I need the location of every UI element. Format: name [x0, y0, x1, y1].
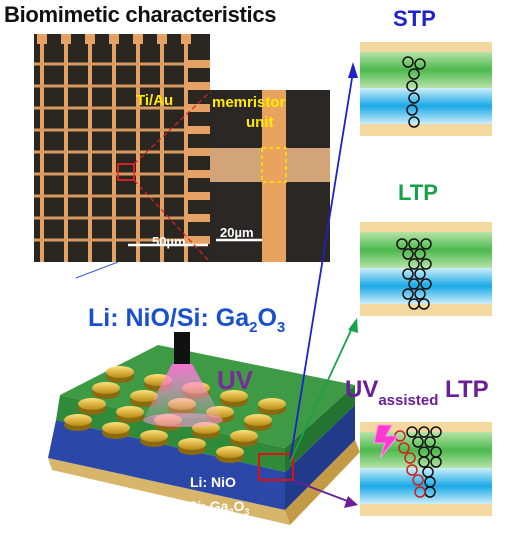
uv-assisted-ltp-label: UVassisted LTP: [345, 376, 489, 409]
device-electrode-pad: [216, 446, 244, 458]
filament-ion: [414, 58, 426, 70]
filament-ion: [424, 436, 436, 448]
electrode-line-h: [34, 172, 184, 176]
filament-ion: [430, 456, 442, 468]
electrode-label: Ti/Au: [136, 92, 174, 109]
device-electrode-pad: [230, 430, 258, 442]
filament-ion: [412, 474, 424, 486]
electrode-line-h: [34, 128, 184, 132]
scale-label-right: 20µm: [220, 225, 254, 240]
filament-ion: [408, 116, 420, 128]
memristor-unit-box: [261, 147, 287, 183]
filament-ion: [408, 68, 420, 80]
unit-label-1: memristor: [212, 94, 286, 111]
device-electrode-pad: [102, 422, 130, 434]
uv-label: UV: [217, 365, 254, 395]
device-electrode-pad: [244, 414, 272, 426]
filament-ion: [414, 248, 426, 260]
device-electrode-pad: [220, 390, 248, 402]
electrode-line-h: [34, 150, 184, 154]
filament-ion: [408, 258, 420, 270]
filament-ion: [402, 56, 414, 68]
filament-ion: [406, 80, 418, 92]
device-electrode-pad: [92, 382, 120, 394]
device-electrode-pad: [130, 390, 158, 402]
filament-ion: [420, 258, 432, 270]
device-electrode-pad: [178, 438, 206, 450]
layer-label-sga: Si: Ga2O3: [188, 498, 250, 517]
device-electrode-pad: [116, 406, 144, 418]
electrode-line-h: [34, 106, 184, 110]
device-electrode-pad: [258, 398, 286, 410]
filament-ion: [406, 464, 418, 476]
filament-ion: [418, 298, 430, 310]
uv-prefix: UV: [345, 376, 379, 403]
uv-ltp-suffix: LTP: [438, 376, 489, 403]
device-electrode-pad: [64, 414, 92, 426]
filament-ion: [420, 278, 432, 290]
ltp-label: LTP: [398, 180, 438, 205]
filament-ion: [418, 456, 430, 468]
filament-ion: [402, 248, 414, 260]
top-electrode: [262, 90, 286, 262]
uv-lamp: [143, 332, 223, 427]
electrode-line-h: [34, 216, 184, 220]
lightning-icon: [373, 424, 400, 459]
filament-ion: [414, 486, 426, 498]
filament-ion: [406, 426, 418, 438]
device-electrode-pad: [78, 398, 106, 410]
filament-ion: [408, 92, 420, 104]
filament-ion: [404, 452, 416, 464]
filament-ion: [414, 288, 426, 300]
micrograph-left: [34, 34, 210, 262]
filament-ion: [398, 442, 410, 454]
scale-label-left: 50µm: [152, 234, 186, 249]
stp-panel: [360, 42, 492, 136]
figure-title: Biomimetic characteristics: [4, 2, 277, 27]
ltp-panel: [360, 222, 492, 316]
filament-ion: [396, 238, 408, 250]
electrode-line-h: [34, 62, 184, 66]
filament-ion: [420, 238, 432, 250]
filament-ion: [402, 268, 414, 280]
arrows: [289, 62, 358, 508]
electrode-line-h: [34, 84, 184, 88]
filament-ion: [430, 426, 442, 438]
filament-ion: [408, 238, 420, 250]
electrode-line-h: [34, 238, 184, 242]
filament-ion: [402, 288, 414, 300]
device-electrode-pad: [106, 366, 134, 378]
filament-ion: [408, 278, 420, 290]
filament-ion: [406, 104, 418, 116]
material-label: Li: NiO/Si: Ga2O3: [88, 304, 286, 336]
zoom-box: [117, 163, 135, 181]
filament-ion: [412, 436, 424, 448]
stp-label: STP: [393, 6, 436, 31]
micrograph-right: [210, 90, 330, 262]
filament-ion: [418, 426, 430, 438]
device-electrode-pad: [140, 430, 168, 442]
unit-label-2: unit: [246, 114, 274, 131]
uv-sub: assisted: [378, 392, 439, 409]
layer-label-nio: Li: NiO: [190, 474, 236, 490]
electrode-line-h: [34, 194, 184, 198]
filament-ion: [414, 268, 426, 280]
